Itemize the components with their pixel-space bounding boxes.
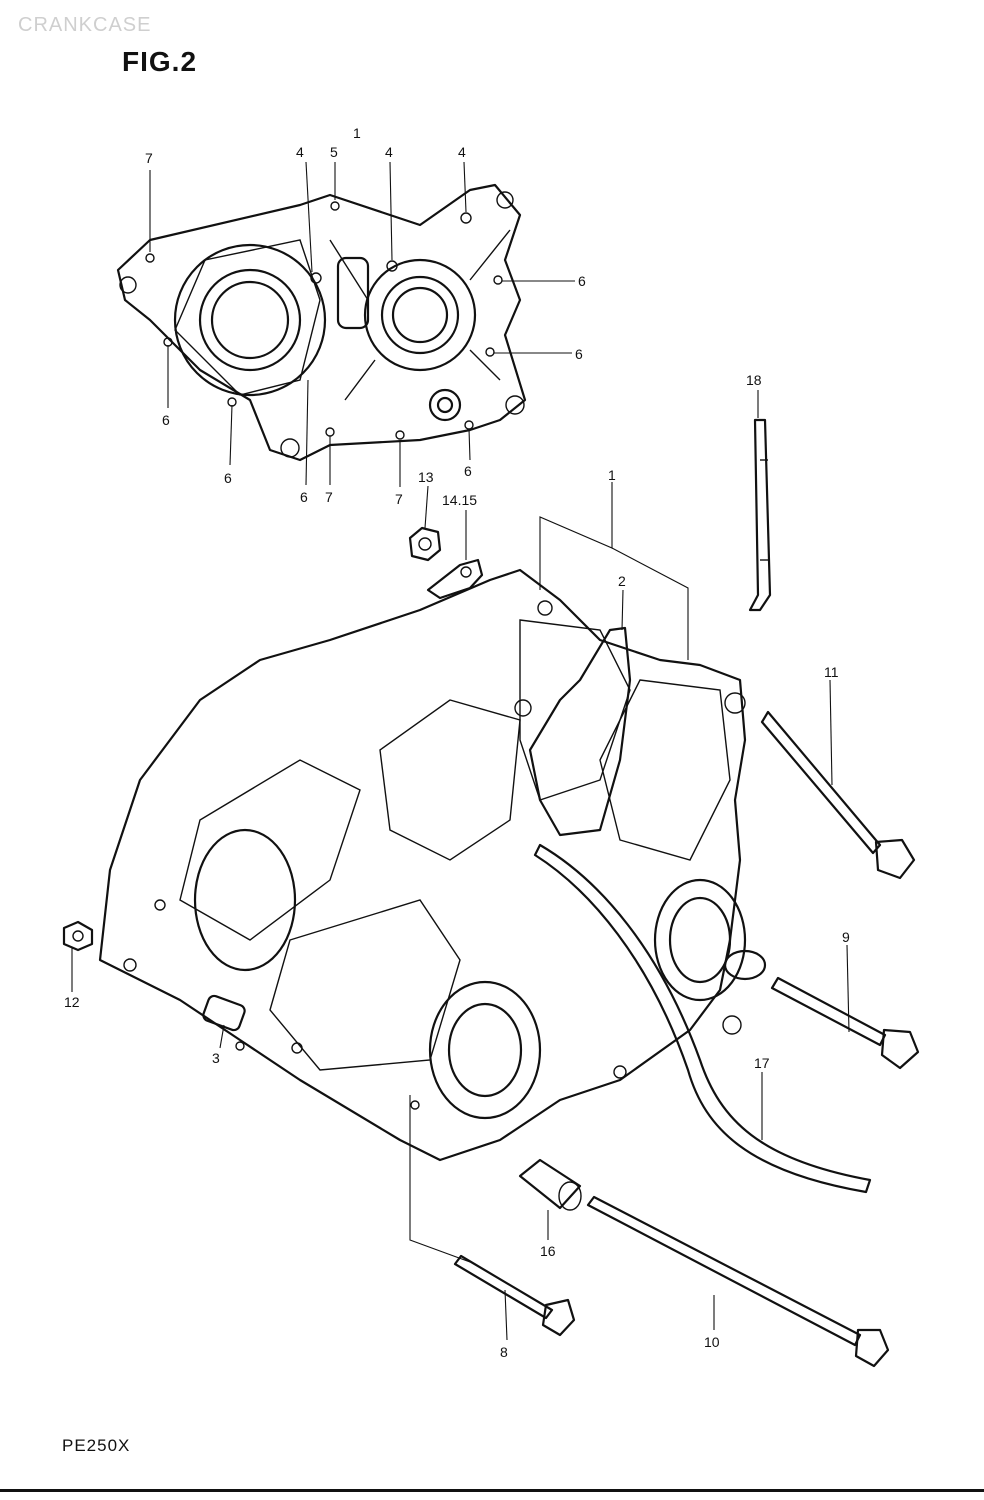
bolt-11 — [760, 710, 916, 880]
figure-title: FIG.2 — [122, 46, 198, 77]
callout-6: 6 — [300, 489, 308, 505]
callout-13: 13 — [418, 469, 434, 485]
callout-16: 16 — [540, 1243, 556, 1259]
upper-crankcase-half — [116, 183, 527, 462]
callout-6: 6 — [162, 412, 170, 428]
bolt-9 — [770, 976, 920, 1070]
callout-10: 10 — [704, 1334, 720, 1350]
callout-6: 6 — [224, 470, 232, 486]
sleeve-16 — [518, 1158, 582, 1211]
bottom-border — [0, 1489, 984, 1492]
lower-crankcase-assembly — [98, 568, 767, 1162]
stud-bolt-18 — [748, 418, 772, 612]
callout-17: 17 — [754, 1055, 770, 1071]
callout-labels: 1 4 5 4 4 7 6 6 6 6 6 7 7 6 18 13 14.15 … — [64, 125, 850, 1360]
callout-9: 9 — [842, 929, 850, 945]
callout-3: 3 — [212, 1050, 220, 1066]
callout-7: 7 — [325, 489, 333, 505]
nut-13 — [408, 526, 442, 562]
watermark-text: CRANKCASE — [18, 14, 152, 36]
hose-17 — [533, 843, 872, 1194]
bolt-8 — [453, 1254, 576, 1337]
callout-11: 11 — [824, 664, 839, 680]
callout-14-15: 14.15 — [442, 492, 477, 508]
callout-1-top: 1 — [353, 125, 361, 141]
callout-7: 7 — [395, 491, 403, 507]
gasket-2 — [528, 626, 632, 837]
callout-4: 4 — [296, 144, 304, 160]
leader-lines — [71, 161, 850, 1341]
washer-14-15 — [426, 558, 484, 600]
callout-7: 7 — [145, 150, 153, 166]
callout-4: 4 — [385, 144, 393, 160]
callout-6: 6 — [464, 463, 472, 479]
callout-6: 6 — [578, 273, 586, 289]
callout-6: 6 — [575, 346, 583, 362]
nut-12 — [62, 920, 94, 952]
callout-8: 8 — [500, 1344, 508, 1360]
callout-18: 18 — [746, 372, 762, 388]
callout-2: 2 — [618, 573, 626, 589]
callout-12: 12 — [64, 994, 80, 1010]
callout-4: 4 — [458, 144, 466, 160]
bolt-10 — [586, 1195, 890, 1368]
callout-5: 5 — [330, 144, 338, 160]
callout-1: 1 — [608, 467, 616, 483]
model-code: PE250X — [62, 1436, 131, 1455]
